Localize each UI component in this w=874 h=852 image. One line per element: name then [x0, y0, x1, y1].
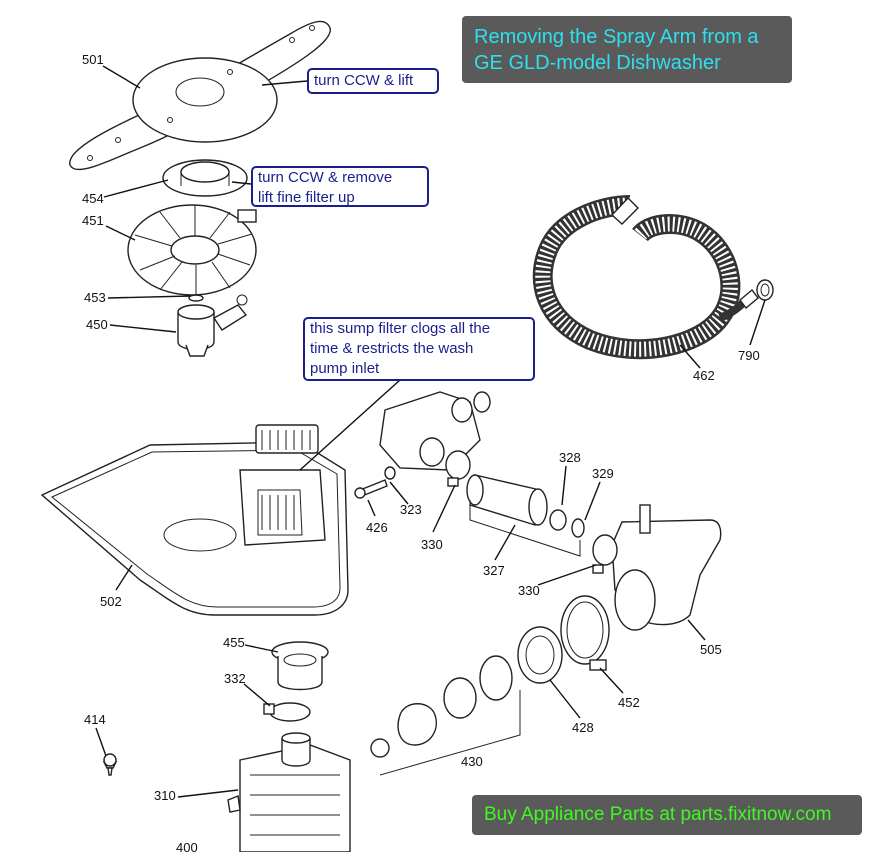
- label-451: 451: [82, 213, 104, 228]
- pump-housing: [379, 391, 491, 471]
- label-790: 790: [738, 348, 760, 363]
- label-452: 452: [618, 695, 640, 710]
- sump-housing-505: [611, 504, 722, 631]
- hose-clamp-790: [756, 279, 774, 301]
- label-450: 450: [86, 317, 108, 332]
- label-330-top: 330: [421, 537, 443, 552]
- label-327: 327: [483, 563, 505, 578]
- clamp-332: [263, 702, 311, 722]
- inlet-tube-327: [466, 474, 585, 557]
- label-329: 329: [592, 466, 614, 481]
- spray-arm-501: [69, 20, 331, 171]
- label-310: 310: [154, 788, 176, 803]
- footer-banner[interactable]: Buy Appliance Parts at parts.fixitnow.co…: [472, 795, 862, 835]
- sump-filter: [239, 379, 401, 546]
- label-414: 414: [84, 712, 106, 727]
- title-line-1: Removing the Spray Arm from a: [474, 26, 759, 48]
- callout-sump-filter-line-2: time & restricts the wash: [310, 340, 474, 357]
- ring-428: [517, 626, 563, 684]
- label-502: 502: [100, 594, 122, 609]
- impeller-set-430: [370, 655, 521, 776]
- part-labels: 501 454 451 453 450 462 790 328 329 426 …: [82, 52, 760, 852]
- callout-spray-arm-text: turn CCW & lift: [314, 72, 414, 89]
- label-505: 505: [700, 642, 722, 657]
- fine-filter-454: [162, 159, 248, 197]
- label-328: 328: [559, 450, 581, 465]
- label-430: 430: [461, 754, 483, 769]
- callout-sump-filter: this sump filter clogs all the time & re…: [303, 317, 535, 381]
- label-455: 455: [223, 635, 245, 650]
- clamp-330-top: [445, 450, 471, 487]
- callout-sump-filter-line-3: pump inlet: [310, 360, 380, 377]
- clamp-452: [560, 595, 610, 671]
- title-banner: Removing the Spray Arm from a GE GLD-mod…: [462, 16, 792, 83]
- label-400: 400: [176, 840, 198, 852]
- sump-453-450: [177, 294, 248, 357]
- callout-sump-filter-line-1: this sump filter clogs all the: [310, 320, 491, 337]
- grommet-455: [271, 641, 329, 691]
- label-426: 426: [366, 520, 388, 535]
- label-501: 501: [82, 52, 104, 67]
- label-454: 454: [82, 191, 104, 206]
- label-428: 428: [572, 720, 594, 735]
- callout-fine-filter: turn CCW & remove lift fine filter up: [251, 166, 429, 207]
- label-330-side: 330: [518, 583, 540, 598]
- screw-426-323: [354, 466, 396, 499]
- label-453: 453: [84, 290, 106, 305]
- motor-310: [227, 732, 351, 852]
- filter-screen-451: [127, 204, 257, 296]
- drain-hose-462: [532, 195, 759, 360]
- leader-lines: [95, 65, 766, 798]
- callout-fine-filter-line-1: turn CCW & remove: [258, 169, 393, 186]
- clamp-330-side: [592, 534, 618, 574]
- screw-414: [102, 753, 118, 776]
- label-332: 332: [224, 671, 246, 686]
- label-323: 323: [400, 502, 422, 517]
- title-line-2: GE GLD-model Dishwasher: [474, 52, 721, 74]
- footer-link-text[interactable]: Buy Appliance Parts at parts.fixitnow.co…: [484, 804, 832, 825]
- callout-spray-arm: turn CCW & lift: [307, 68, 439, 94]
- label-462: 462: [693, 368, 715, 383]
- callout-fine-filter-line-2: lift fine filter up: [258, 189, 355, 206]
